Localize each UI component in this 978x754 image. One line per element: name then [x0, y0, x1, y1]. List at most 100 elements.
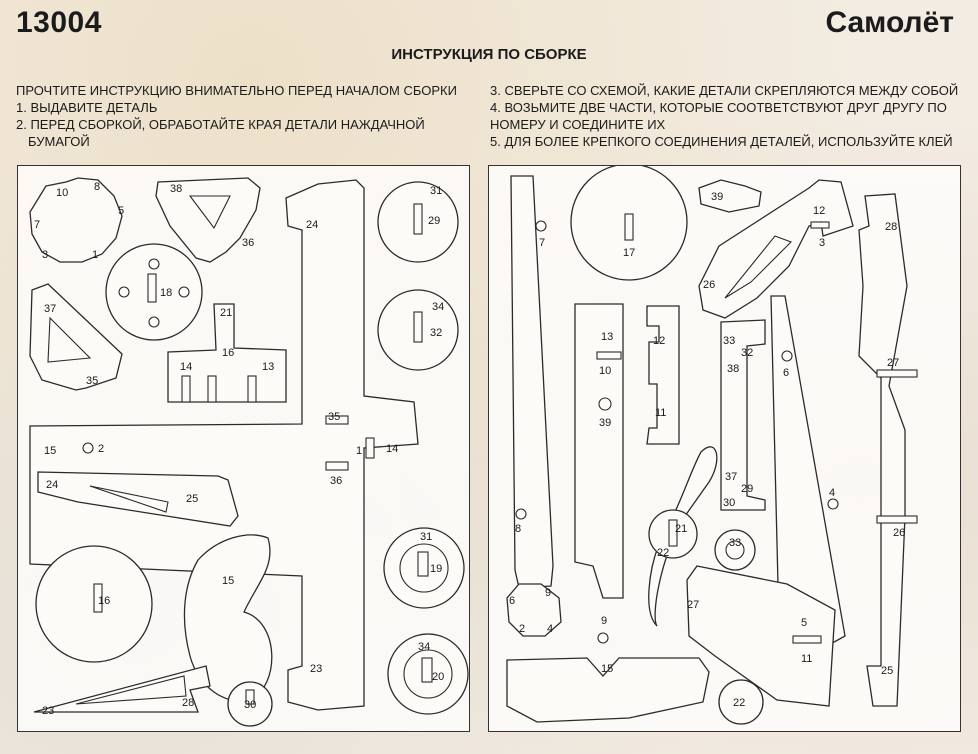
instruction-line: 5. ДЛЯ БОЛЕЕ КРЕПКОГО СОЕДИНЕНИЯ ДЕТАЛЕЙ… — [490, 134, 953, 149]
slot — [245, 689, 255, 705]
part-number: 12 — [653, 335, 665, 347]
part-number: 26 — [703, 279, 715, 291]
parts-sheet-left: 10 8 5 7 3 1 38 36 18 24 31 29 34 32 37 … — [17, 165, 470, 732]
instruction-line: НОМЕРУ И СОЕДИНИТЕ ИХ — [490, 117, 666, 132]
hole — [781, 350, 793, 362]
part-spar-7 — [510, 175, 554, 589]
part-number: 31 — [430, 185, 442, 197]
part-number: 27 — [887, 357, 899, 369]
part-number: 11 — [801, 653, 812, 665]
part-number: 7 — [539, 237, 545, 249]
part-number: 37 — [44, 303, 56, 315]
part-triangle-37-hole — [47, 316, 92, 363]
part-number: 28 — [885, 221, 897, 233]
part-disc-22 — [718, 679, 764, 725]
part-number: 1 — [356, 445, 362, 457]
instruction-line: 3. СВЕРЬТЕ СО СХЕМОЙ, КАКИЕ ДЕТАЛИ СКРЕП… — [490, 83, 959, 98]
part-number: 28 — [182, 697, 194, 709]
part-number: 2 — [98, 443, 104, 455]
instruction-line: ПРОЧТИТЕ ИНСТРУКЦИЮ ВНИМАТЕЛЬНО ПЕРЕД НА… — [16, 83, 457, 98]
part-number: 13 — [262, 361, 274, 373]
part-number: 17 — [623, 247, 635, 259]
instructions-right-column: 3. СВЕРЬТЕ СО СХЕМОЙ, КАКИЕ ДЕТАЛИ СКРЕП… — [490, 82, 958, 150]
part-number: 9 — [601, 615, 607, 627]
part-wedge-23-hole — [75, 675, 187, 705]
part-number: 26 — [893, 527, 905, 539]
product-code: 13004 — [16, 6, 102, 39]
slot — [624, 213, 634, 241]
part-wedge-23 — [33, 665, 211, 713]
part-number: 4 — [547, 623, 553, 635]
part-strip-6 — [770, 295, 846, 647]
part-number: 39 — [711, 191, 723, 203]
hole — [827, 498, 839, 510]
instructions-left-column: ПРОЧТИТЕ ИНСТРУКЦИЮ ВНИМАТЕЛЬНО ПЕРЕД НА… — [16, 82, 457, 150]
part-number: 34 — [418, 641, 430, 653]
part-number: 22 — [657, 547, 669, 559]
slot — [668, 519, 678, 547]
part-number: 15 — [601, 663, 613, 675]
part-wing-27 — [686, 565, 836, 707]
slot — [147, 273, 157, 303]
part-number: 24 — [46, 479, 58, 491]
slot — [93, 583, 103, 613]
part-wing-24-hole — [89, 485, 169, 513]
part-number: 25 — [186, 493, 198, 505]
slot — [792, 635, 822, 644]
part-number: 16 — [222, 347, 234, 359]
part-number: 21 — [675, 523, 687, 535]
part-frame-12 — [646, 305, 680, 445]
part-number: 36 — [330, 475, 342, 487]
hole — [148, 316, 160, 328]
part-number: 15 — [44, 445, 56, 457]
part-number: 3 — [42, 249, 48, 261]
part-number: 9 — [545, 587, 551, 599]
part-base-15 — [506, 657, 710, 723]
part-number: 14 — [180, 361, 192, 373]
part-number: 32 — [741, 347, 753, 359]
part-number: 24 — [306, 219, 318, 231]
part-number: 27 — [687, 599, 699, 611]
part-number: 16 — [98, 595, 110, 607]
slot — [413, 203, 423, 235]
part-triangle-37 — [29, 283, 123, 391]
part-number: 19 — [430, 563, 442, 575]
part-number: 10 — [599, 365, 611, 377]
part-number: 34 — [432, 301, 444, 313]
part-wing-26-hole — [724, 235, 792, 299]
part-frame-33 — [720, 319, 766, 511]
part-number: 29 — [428, 215, 440, 227]
slot — [421, 657, 433, 683]
hole — [178, 286, 190, 298]
product-title: Самолёт — [825, 6, 954, 39]
part-number: 30 — [723, 497, 735, 509]
hole — [82, 442, 94, 454]
part-number: 6 — [509, 595, 515, 607]
part-number: 33 — [723, 335, 735, 347]
part-number: 2 — [519, 623, 525, 635]
part-number: 8 — [94, 181, 100, 193]
part-number: 31 — [420, 531, 432, 543]
instruction-line: 4. ВОЗЬМИТЕ ДВЕ ЧАСТИ, КОТОРЫЕ СООТВЕТСТ… — [490, 100, 947, 115]
part-number: 4 — [829, 487, 835, 499]
part-number: 7 — [34, 219, 40, 231]
slot — [810, 221, 830, 229]
part-number: 13 — [601, 331, 613, 343]
part-gear-small — [506, 583, 562, 637]
part-number: 5 — [118, 205, 124, 217]
part-number: 37 — [725, 471, 737, 483]
part-number: 10 — [56, 187, 68, 199]
part-number: 15 — [222, 575, 234, 587]
part-number: 38 — [170, 183, 182, 195]
parts-sheet-right-drawing: 7 17 39 12 3 28 26 13 12 10 39 11 33 32 … — [506, 166, 918, 725]
instruction-line: 1. ВЫДАВИТЕ ДЕТАЛЬ — [16, 100, 158, 115]
part-number: 1 — [92, 249, 98, 261]
parts-sheet-left-drawing: 10 8 5 7 3 1 38 36 18 24 31 29 34 32 37 … — [29, 177, 469, 727]
part-number: 8 — [515, 523, 521, 535]
part-ring-33-inner — [725, 540, 745, 560]
instructions-heading: ИНСТРУКЦИЯ ПО СБОРКЕ — [391, 46, 587, 63]
slot — [325, 415, 349, 425]
slot — [876, 369, 918, 378]
slot — [365, 437, 375, 459]
part-number: 39 — [599, 417, 611, 429]
